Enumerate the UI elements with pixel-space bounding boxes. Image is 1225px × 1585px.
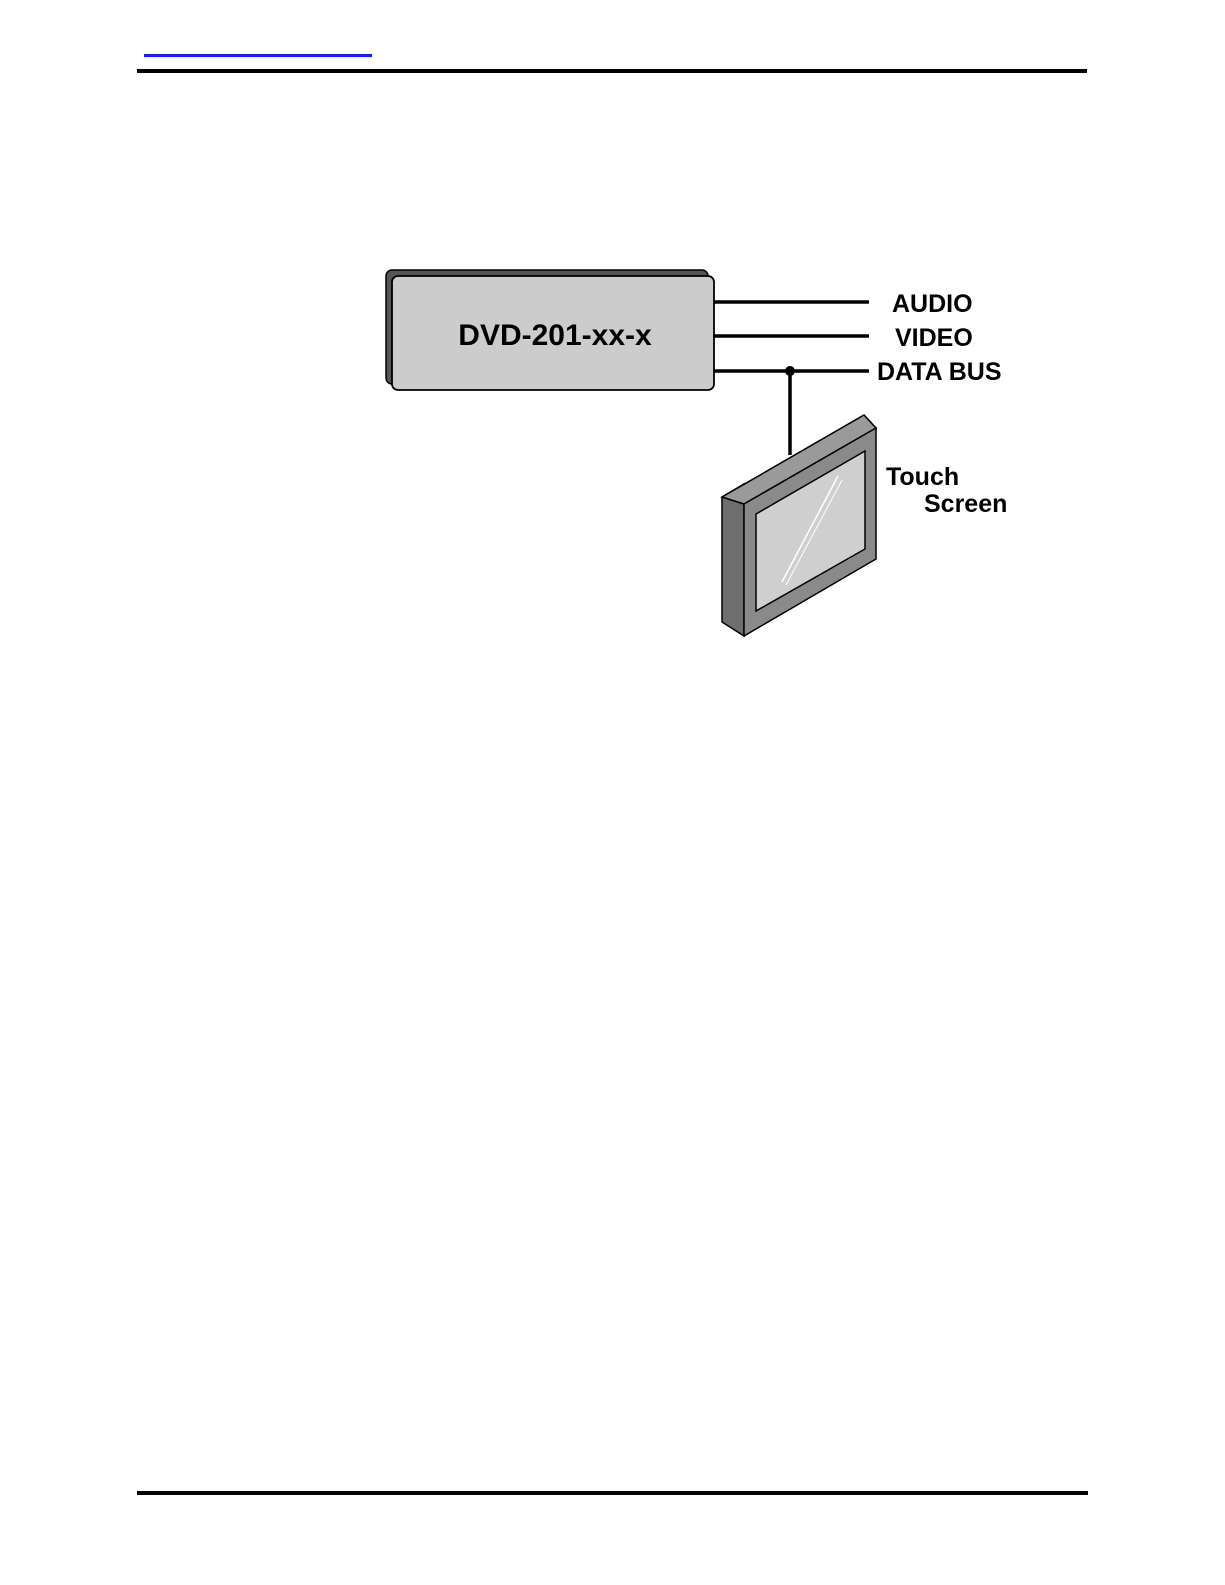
footer-rule (137, 1491, 1088, 1495)
touch-label-line1: Touch (886, 463, 959, 491)
junction-dot (785, 366, 795, 376)
touch-label-line2: Screen (924, 490, 1007, 518)
dvd-device: DVD-201-xx-x (386, 270, 714, 390)
audio-label: AUDIO (892, 290, 973, 318)
device-label: DVD-201-xx-x (458, 319, 652, 352)
touch-screen-icon (722, 415, 876, 636)
data-bus-label: DATA BUS (877, 358, 1002, 386)
video-label: VIDEO (895, 324, 973, 352)
